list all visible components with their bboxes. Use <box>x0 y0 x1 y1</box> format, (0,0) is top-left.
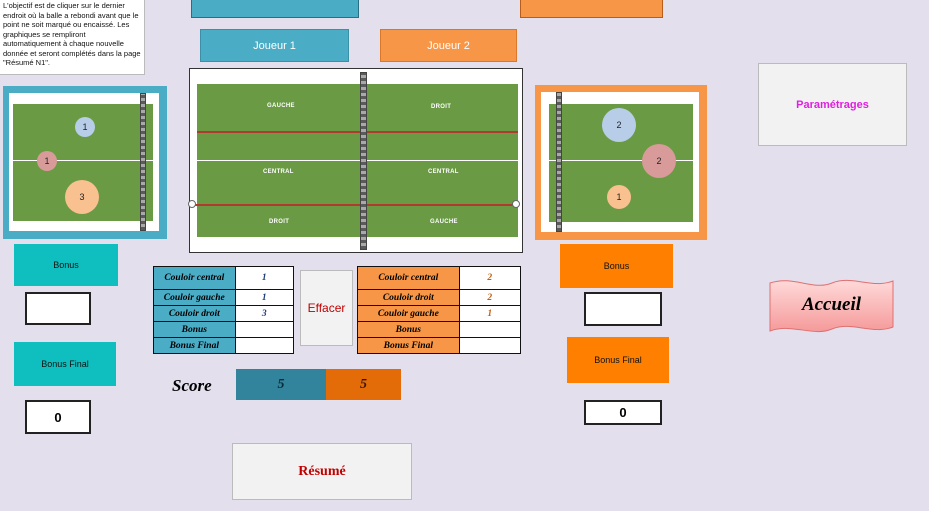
table-row: Bonus <box>153 321 295 338</box>
row-value <box>458 321 522 338</box>
right-circle-3: 1 <box>607 185 631 209</box>
line-handle-left[interactable] <box>188 200 196 208</box>
row-value: 1 <box>458 305 522 322</box>
player2-top-bar <box>520 0 663 18</box>
table-row: Bonus Final <box>153 337 295 354</box>
zone-central-right: CENTRAL <box>428 169 459 175</box>
main-court-net <box>360 72 367 250</box>
left-mini-center-line <box>13 160 153 161</box>
right-bonus-button[interactable]: Bonus <box>560 244 673 288</box>
zone-droit-bottom: DROIT <box>269 219 290 225</box>
table-row: Bonus <box>357 321 522 338</box>
row-value: 2 <box>458 289 522 306</box>
row-label: Bonus Final <box>153 337 236 354</box>
zone-droit-top: DROIT <box>431 104 452 110</box>
left-mini-court-inner: 1 1 3 <box>9 93 159 231</box>
parametrages-button[interactable]: Paramétrages <box>758 63 907 146</box>
left-mini-court: 1 1 3 <box>3 86 167 239</box>
left-bonus-final-button[interactable]: Bonus Final <box>14 342 116 386</box>
score-label: Score <box>172 376 212 395</box>
right-circle-2: 2 <box>642 144 676 178</box>
row-label: Couloir gauche <box>153 289 236 306</box>
main-court-lower-line <box>193 204 517 206</box>
table-row: Bonus Final <box>357 337 522 354</box>
player2-label: Joueur 2 <box>380 29 517 62</box>
left-bonus-value <box>25 292 91 325</box>
row-value: 1 <box>234 289 295 306</box>
zone-gauche-bottom: GAUCHE <box>430 219 458 225</box>
effacer-button[interactable]: Effacer <box>300 270 353 346</box>
row-label: Couloir gauche <box>357 305 460 322</box>
right-bonus-value <box>584 292 662 326</box>
row-value <box>234 337 295 354</box>
resume-button[interactable]: Résumé <box>232 443 412 500</box>
row-label: Bonus <box>153 321 236 338</box>
row-value: 1 <box>234 266 295 290</box>
left-circle-2: 1 <box>37 151 57 171</box>
zone-gauche-top: GAUCHE <box>267 103 295 109</box>
right-bonus-final-button[interactable]: Bonus Final <box>567 337 669 383</box>
row-label: Bonus Final <box>357 337 460 354</box>
right-bonus-final-value: 0 <box>584 400 662 425</box>
row-label: Couloir central <box>153 266 236 290</box>
left-circle-1: 1 <box>75 117 95 137</box>
right-mini-net <box>556 92 562 232</box>
row-value: 3 <box>234 305 295 322</box>
row-value <box>458 337 522 354</box>
row-label: Couloir central <box>357 266 460 290</box>
right-circle-1: 2 <box>602 108 636 142</box>
row-value <box>234 321 295 338</box>
left-bonus-final-value: 0 <box>25 400 91 434</box>
left-circle-3: 3 <box>65 180 99 214</box>
right-mini-court: 2 2 1 <box>535 85 707 240</box>
main-court-upper-line <box>197 131 518 133</box>
right-mini-court-inner: 2 2 1 <box>541 92 699 232</box>
line-handle-right[interactable] <box>512 200 520 208</box>
row-label: Bonus <box>357 321 460 338</box>
main-court-center-line <box>197 160 518 161</box>
right-mini-center-line <box>549 160 693 161</box>
main-court[interactable]: GAUCHE DROIT CENTRAL CENTRAL DROIT GAUCH… <box>188 68 523 253</box>
row-label: Couloir droit <box>153 305 236 322</box>
row-label: Couloir droit <box>357 289 460 306</box>
player2-score: 5 <box>326 369 401 400</box>
zone-central-left: CENTRAL <box>263 169 294 175</box>
left-bonus-button[interactable]: Bonus <box>14 244 118 286</box>
left-mini-net <box>140 93 146 231</box>
player1-label: Joueur 1 <box>200 29 349 62</box>
accueil-button[interactable]: Accueil <box>801 294 862 315</box>
instructions-note: L'objectif est de cliquer sur le dernier… <box>0 0 145 75</box>
row-value: 2 <box>458 266 522 290</box>
accueil-button-shape <box>769 279 894 333</box>
player1-top-bar <box>191 0 359 18</box>
player1-score: 5 <box>236 369 326 400</box>
